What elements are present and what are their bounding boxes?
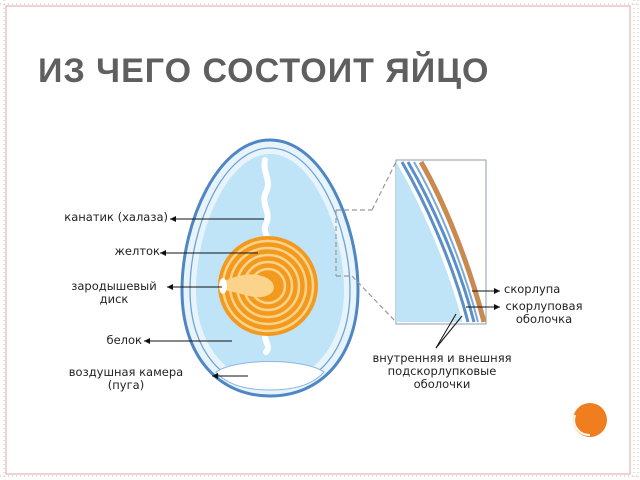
label-inner-outer-membranes: внутренняя и внешняя подскорлупковые обо… <box>372 351 512 391</box>
germinal-disc <box>219 278 227 294</box>
shell-inset <box>395 159 487 325</box>
chalaza-top <box>261 157 271 243</box>
label-shell-membrane: скорлуповая оболочка <box>505 299 583 326</box>
label-albumen: белок <box>106 333 143 347</box>
corner-decoration <box>573 403 607 437</box>
label-yolk: желток <box>114 244 160 258</box>
latebra <box>222 274 274 298</box>
label-germinal-disc: зародышевый диск <box>71 279 157 306</box>
air-cell <box>215 361 325 391</box>
slide-title: ИЗ ЧЕГО СОСТОИТ ЯЙЦО <box>38 52 490 90</box>
label-shell: скорлупа <box>504 282 561 296</box>
label-chalaza: канатик (халаза) <box>64 210 168 224</box>
label-air-cell: воздушная камера (пуга) <box>68 365 184 392</box>
